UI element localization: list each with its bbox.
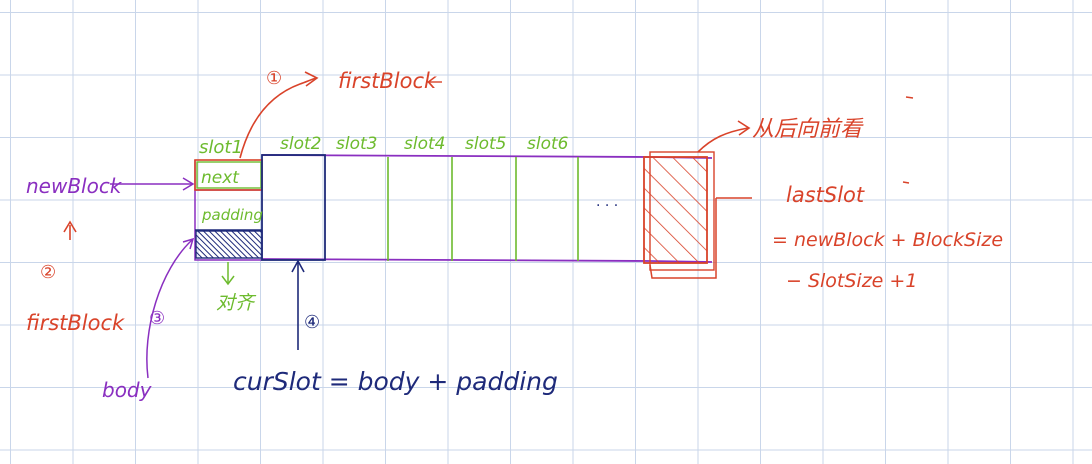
next-label: next bbox=[201, 168, 240, 188]
align-arrow bbox=[221, 262, 235, 286]
step1-label: ① bbox=[266, 68, 282, 89]
last-slot-dash bbox=[902, 181, 910, 184]
slot1-label: slot1 bbox=[199, 137, 243, 158]
arrow-step4 bbox=[291, 259, 305, 350]
view-from-back-dash bbox=[905, 96, 914, 99]
slot2-label: slot2 bbox=[280, 134, 321, 154]
last-slot-hatch bbox=[643, 156, 708, 264]
body-arrow bbox=[146, 237, 195, 379]
step2-label: ② bbox=[40, 262, 56, 283]
last-slot-formula-1: = newBlock + BlockSize bbox=[772, 229, 1003, 251]
last-slot-label: lastSlot bbox=[786, 183, 865, 207]
align-label: 对齐 bbox=[216, 292, 257, 314]
cur-slot-label: curSlot = body + padding bbox=[233, 367, 558, 396]
step4-label: ④ bbox=[304, 312, 320, 333]
slot5-label: slot5 bbox=[465, 134, 506, 154]
block-outline bbox=[194, 154, 713, 263]
padding-hatch bbox=[195, 230, 263, 259]
view-from-back-label: 从后向前看 bbox=[752, 117, 864, 142]
last-slot-bracket bbox=[649, 197, 752, 279]
slot3-label: slot3 bbox=[336, 134, 377, 154]
last-slot-formula-2: − SlotSize +1 bbox=[786, 270, 917, 292]
arrow-step1 bbox=[239, 71, 319, 159]
next-cell-inner bbox=[196, 161, 262, 189]
cur-slot-box bbox=[261, 154, 326, 261]
body-label: body bbox=[102, 378, 153, 402]
new-block-arrow bbox=[110, 177, 195, 191]
ellipsis: · · · bbox=[596, 198, 618, 214]
arrow-step2 bbox=[63, 220, 77, 240]
slot-labels: slot1 slot2 slot3 slot4 slot5 slot6 bbox=[199, 134, 569, 158]
view-from-back-arrow bbox=[697, 120, 751, 153]
first-block-left-label: firstBlock bbox=[26, 311, 125, 335]
new-block-label: newBlock bbox=[26, 174, 123, 198]
first-block-top-label: firstBlock bbox=[338, 69, 437, 93]
slot6-label: slot6 bbox=[527, 134, 569, 154]
slot-dividers bbox=[387, 157, 579, 261]
padding-label: padding bbox=[201, 206, 263, 224]
last-slot-outline bbox=[649, 151, 715, 271]
slot4-label: slot4 bbox=[404, 134, 445, 154]
